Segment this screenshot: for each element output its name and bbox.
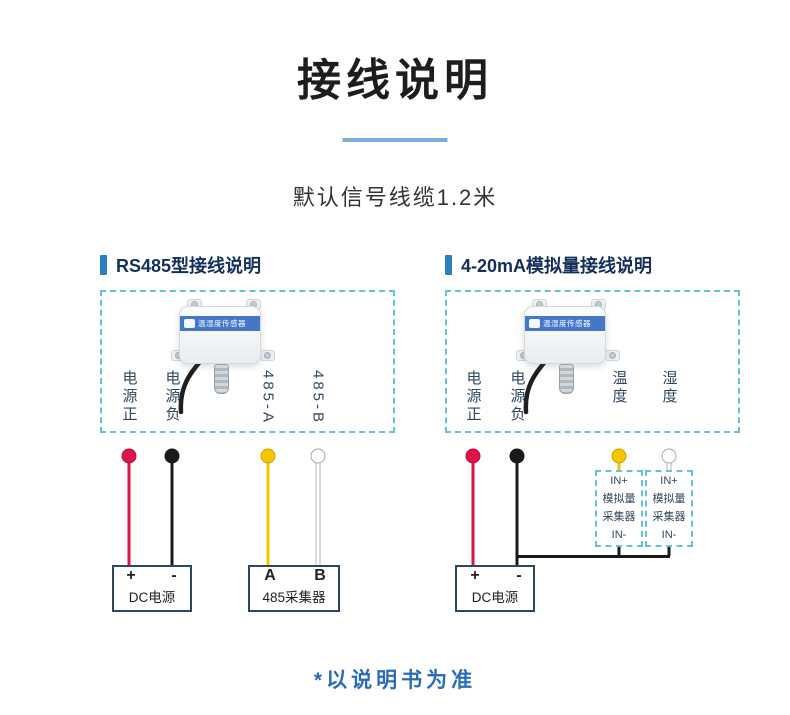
terminal-dot-yellow bbox=[260, 448, 276, 464]
terminal-label: 电源正 bbox=[464, 370, 482, 424]
terminal-dot-white bbox=[661, 448, 677, 464]
mount-ear bbox=[260, 350, 275, 361]
pin-in-minus: IN- bbox=[661, 528, 677, 541]
terminal-label: 485-A bbox=[259, 370, 277, 426]
wire-negative-stub bbox=[667, 546, 671, 556]
sensor-body: 温湿度传感器 bbox=[524, 306, 606, 364]
terminal-dot-black bbox=[164, 448, 180, 464]
device-name: DC电源 bbox=[128, 590, 176, 605]
dc-power-box: + - DC电源 bbox=[112, 565, 192, 612]
analog-collector-box-1: IN+ 模拟量 采集器 IN- bbox=[595, 470, 643, 547]
device-name-line2: 采集器 bbox=[602, 510, 636, 523]
device-name: DC电源 bbox=[471, 590, 519, 605]
pin-plus: + bbox=[126, 567, 136, 584]
terminal-label: 485-B bbox=[309, 370, 327, 426]
page-title: 接线说明 bbox=[297, 56, 493, 105]
pin-in-plus: IN+ bbox=[610, 475, 628, 487]
screw-hole-icon bbox=[609, 352, 616, 359]
pin-b: B bbox=[314, 567, 326, 584]
sensor-label: 温湿度传感器 bbox=[198, 319, 246, 328]
brand-logo-icon bbox=[529, 319, 540, 328]
sensor-body: 温湿度传感器 bbox=[179, 306, 261, 364]
wire-power-positive bbox=[471, 456, 475, 566]
pin-minus: - bbox=[171, 567, 177, 584]
terminal-dot-red bbox=[121, 448, 137, 464]
terminal-dot-black bbox=[509, 448, 525, 464]
wire-negative-stub bbox=[617, 546, 621, 556]
pin-a: A bbox=[264, 567, 276, 584]
device-name-line2: 采集器 bbox=[652, 510, 686, 523]
terminal-label: 电源负 bbox=[163, 370, 181, 424]
sensor-device: 温湿度传感器 bbox=[165, 296, 275, 416]
section-heading-label: 4-20mA模拟量接线说明 bbox=[461, 256, 653, 276]
sensor-band: 温湿度传感器 bbox=[180, 316, 260, 331]
sensor-outline-box-rs485 bbox=[100, 290, 395, 433]
section-heading-rs485: RS485型接线说明 bbox=[100, 252, 261, 278]
title-underline bbox=[342, 138, 448, 142]
wire-power-positive bbox=[127, 456, 131, 566]
terminal-dot-red bbox=[465, 448, 481, 464]
terminal-label: 电源负 bbox=[508, 370, 526, 424]
wire-temperature bbox=[617, 456, 621, 471]
sensor-band: 温湿度传感器 bbox=[525, 316, 605, 331]
wire-power-negative bbox=[515, 456, 519, 566]
device-name-line1: 模拟量 bbox=[602, 492, 636, 505]
sensor-device: 温湿度传感器 bbox=[510, 296, 620, 416]
device-name: 485采集器 bbox=[262, 590, 326, 605]
wire-power-negative bbox=[170, 456, 174, 566]
sensor-probe bbox=[214, 364, 229, 394]
section-heading-label: RS485型接线说明 bbox=[116, 256, 262, 276]
terminal-dot-yellow bbox=[611, 448, 627, 464]
heading-bullet-icon bbox=[445, 255, 452, 275]
wire-485b bbox=[315, 456, 321, 566]
screw-hole-icon bbox=[264, 352, 271, 359]
dc-power-box: + - DC电源 bbox=[455, 565, 535, 612]
pin-plus: + bbox=[470, 567, 480, 584]
terminal-label: 温度 bbox=[610, 370, 628, 406]
terminal-label: 湿度 bbox=[660, 370, 678, 406]
terminal-dot-white bbox=[310, 448, 326, 464]
pin-in-plus: IN+ bbox=[660, 475, 678, 487]
sensor-probe bbox=[559, 364, 574, 394]
brand-logo-icon bbox=[184, 319, 195, 328]
analog-collector-box-2: IN+ 模拟量 采集器 IN- bbox=[645, 470, 693, 547]
pin-minus: - bbox=[516, 567, 522, 584]
sensor-outline-box-analog bbox=[445, 290, 740, 433]
heading-bullet-icon bbox=[100, 255, 107, 275]
device-name-line1: 模拟量 bbox=[652, 492, 686, 505]
terminal-label: 电源正 bbox=[120, 370, 138, 424]
wire-485a bbox=[266, 456, 270, 566]
mount-ear bbox=[605, 350, 620, 361]
sensor-label: 温湿度传感器 bbox=[543, 319, 591, 328]
wire-negative-branch bbox=[516, 555, 670, 558]
footnote: *以说明书为准 bbox=[313, 669, 477, 692]
subtitle: 默认信号线缆1.2米 bbox=[292, 185, 498, 210]
section-heading-analog: 4-20mA模拟量接线说明 bbox=[445, 252, 652, 278]
rs485-collector-box: A B 485采集器 bbox=[248, 565, 340, 612]
pin-in-minus: IN- bbox=[611, 528, 627, 541]
